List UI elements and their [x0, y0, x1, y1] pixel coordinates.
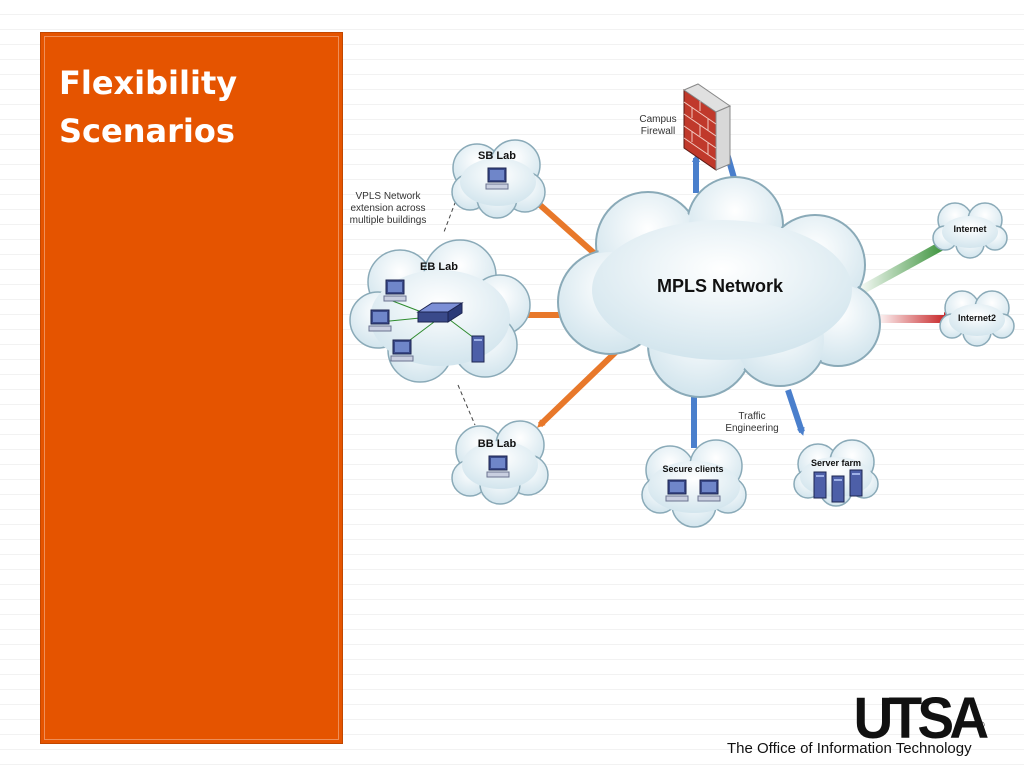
office-footer: The Office of Information Technology [727, 740, 972, 757]
traffic-line-1: Traffic [738, 411, 765, 422]
brick-wall-icon [682, 83, 732, 171]
bb-lab-pc-icon [486, 455, 510, 478]
vpls-line-3: multiple buildings [350, 215, 427, 226]
registered-mark: ® [978, 720, 985, 730]
title-panel: Flexibility Scenarios [40, 32, 343, 744]
traffic-line-2: Engineering [725, 423, 778, 434]
mpls-network-label: MPLS Network [657, 276, 784, 296]
vpls-line-2: extension across [350, 203, 425, 214]
switch-icon [416, 302, 464, 323]
internet2-label: Internet2 [958, 313, 996, 323]
secure-clients-label: Secure clients [662, 464, 723, 474]
internet2-link [875, 315, 945, 323]
mpls-to-bb-arrow [537, 345, 623, 428]
mpls-to-serverfarm-arrow [785, 389, 805, 436]
server-farm-server-icon [831, 475, 845, 503]
secure-client-pc-icon [697, 479, 721, 502]
eb-lab-pc-icon [368, 309, 392, 332]
sb-lab-pc-icon [485, 167, 509, 190]
eb-lab-pc-icon [383, 279, 407, 302]
secure-client-pc-icon [665, 479, 689, 502]
server-farm-label: Server farm [811, 458, 861, 468]
eb-lab-pc-icon [390, 339, 414, 362]
utsa-logo: UTSA [853, 686, 989, 751]
firewall-line-1: Campus [639, 114, 676, 125]
server-farm-server-icon [849, 469, 863, 497]
internet-link [856, 238, 951, 296]
firewall-line-2: Firewall [641, 126, 675, 137]
internet-label: Internet [953, 224, 986, 234]
vpls-dash-bottom [457, 384, 476, 426]
firewall-annotation: Campus Firewall [639, 114, 676, 137]
sb-lab-label: SB Lab [478, 150, 516, 162]
server-farm-server-icon [813, 471, 827, 499]
eb-lab-label: EB Lab [420, 261, 458, 273]
vpls-line-1: VPLS Network [355, 191, 421, 202]
vpls-annotation: VPLS Network extension across multiple b… [350, 191, 427, 226]
traffic-annotation: Traffic Engineering [725, 411, 778, 434]
eb-lab-server-icon [471, 335, 485, 363]
bb-lab-label: BB Lab [478, 438, 517, 450]
mpls-cloud-fill [560, 179, 878, 395]
